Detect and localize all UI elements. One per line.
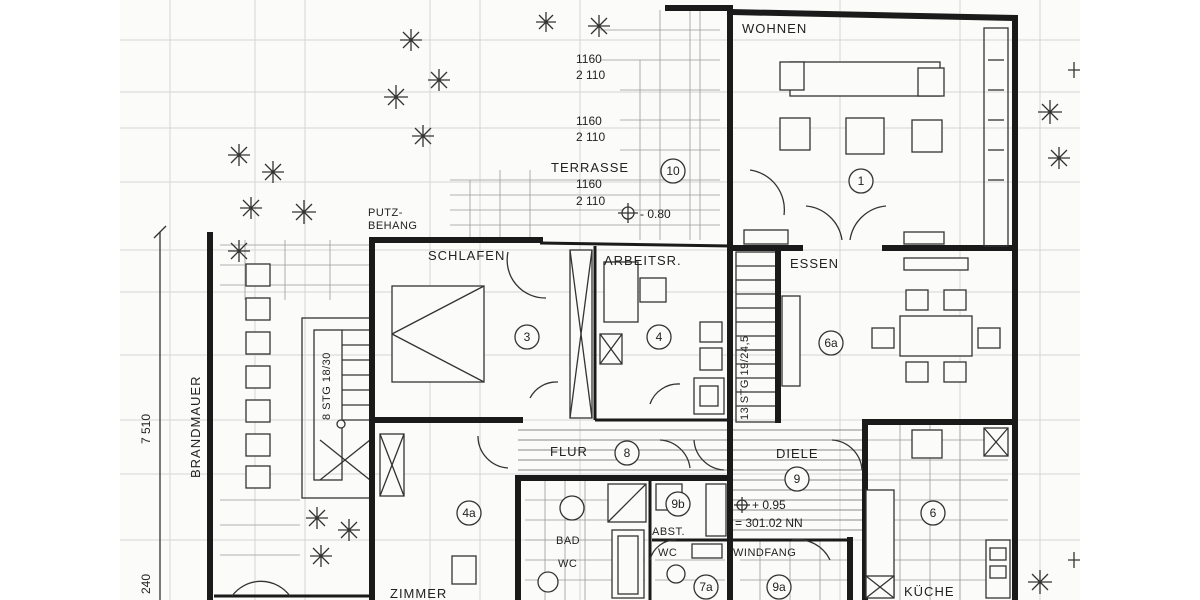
label-windfang: WINDFANG — [733, 547, 796, 559]
room-number-6a: 6a — [824, 336, 838, 350]
walls — [207, 5, 1018, 600]
room-number-8: 8 — [624, 446, 631, 460]
label-bad: BAD — [556, 535, 580, 547]
label-wohnen: WOHNEN — [742, 21, 807, 36]
label-flur: FLUR — [550, 444, 588, 459]
terrace-level-1b: 2 110 — [576, 68, 605, 82]
dining-furniture — [781, 257, 1001, 387]
kitchen-furniture — [865, 427, 1011, 599]
room-number-9b: 9b — [671, 497, 685, 511]
label-stair-side: 8 STG 18/30 — [321, 352, 333, 420]
room-number-10: 10 — [666, 164, 680, 178]
label-putz: PUTZ- — [368, 207, 403, 219]
label-zimmer: ZIMMER — [390, 586, 447, 600]
terrace-level-3b: 2 110 — [576, 194, 605, 208]
room-furniture — [379, 249, 863, 585]
diele-nn: = 301.02 NN — [735, 516, 803, 530]
label-bad-wc: WC — [558, 558, 577, 570]
planting-symbols — [228, 12, 1080, 594]
label-brandmauer: BRANDMAUER — [188, 376, 203, 478]
room-number-4a: 4a — [462, 506, 476, 520]
room-number-9: 9 — [794, 472, 801, 486]
room-number-1: 1 — [858, 174, 865, 188]
label-essen: ESSEN — [790, 256, 839, 271]
main-stair — [735, 251, 777, 423]
label-diele: DIELE — [776, 446, 819, 461]
living-windows — [983, 27, 1009, 247]
patio-paving — [220, 240, 370, 556]
room-number-3: 3 — [524, 330, 531, 344]
room-number-9a: 9a — [772, 580, 786, 594]
room-number-circles — [336, 158, 946, 600]
dimension-lines — [153, 225, 167, 600]
room-number-7a: 7a — [699, 580, 713, 594]
diele-height: + 0.95 — [752, 498, 786, 512]
terrace-level-2a: 1160 — [576, 114, 602, 128]
label-abst: ABST. — [652, 526, 685, 538]
terrace-level-1a: 1160 — [576, 52, 602, 66]
side-stair — [301, 317, 375, 499]
terrace-height: - 0.80 — [640, 207, 671, 221]
label-terrasse: TERRASSE — [551, 160, 629, 175]
label-wc: WC — [658, 547, 677, 559]
bath-fixtures — [231, 483, 831, 599]
label-kueche: KÜCHE — [904, 584, 955, 599]
terrace-level-3a: 1160 — [576, 177, 602, 191]
living-furniture — [743, 61, 945, 245]
room-number-4: 4 — [656, 330, 663, 344]
dimension-bottom: 240 — [139, 574, 153, 594]
label-schlafen: SCHLAFEN — [428, 248, 505, 263]
label-behang: BEHANG — [368, 220, 417, 232]
dimension-left: 7 510 — [139, 414, 153, 444]
room-number-6: 6 — [930, 506, 937, 520]
label-stair-main: 13 STG 19/24,5 — [739, 335, 751, 420]
label-arbeitsr: ARBEITSR. — [604, 253, 682, 268]
terrace-level-2b: 2 110 — [576, 130, 605, 144]
